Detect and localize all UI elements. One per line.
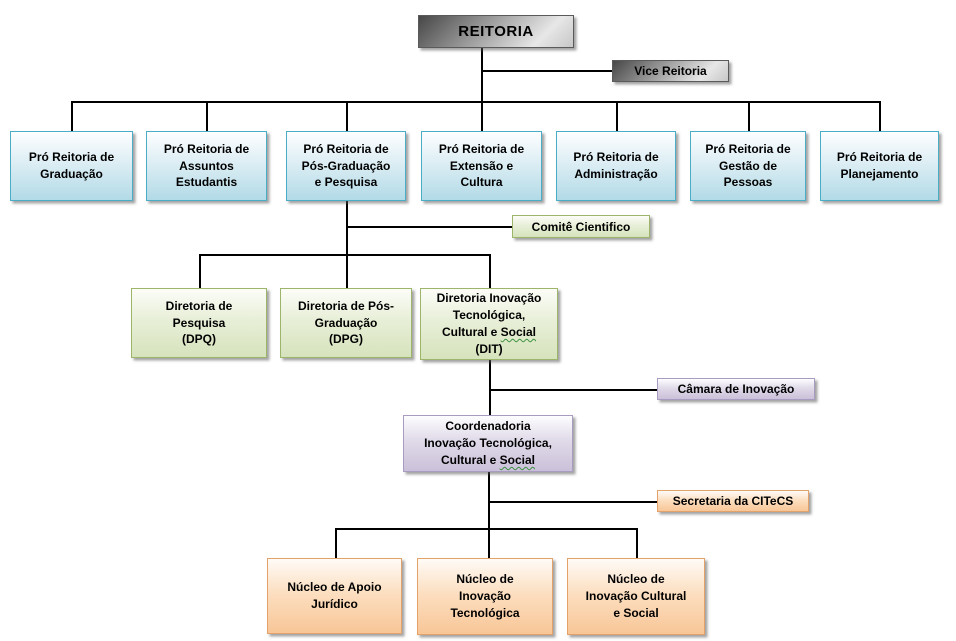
connector-drop-assuntos <box>206 101 208 131</box>
node-secretaria-citecs: Secretaria da CITeCS <box>657 490 809 512</box>
node-label: REITORIA <box>458 23 534 40</box>
node-label: Pró Reitoria de Planejamento <box>836 150 923 181</box>
node-vice-reitoria: Vice Reitoria <box>612 60 729 82</box>
connector-camara-inovacao <box>489 389 657 391</box>
node-nucleo-inovacao-tecnologica: Núcleo de Inovação Tecnológica <box>417 558 553 635</box>
connector-drop-nucleo-juridico <box>335 528 337 558</box>
node-pro-reitoria-assuntos-estudantis: Pró Reitoria de Assuntos Estudantis <box>146 131 267 201</box>
connector-reitoria-spine <box>481 48 483 131</box>
node-label: Comitê Cientifico <box>531 219 631 234</box>
node-label: Vice Reitoria <box>634 64 707 78</box>
node-diretoria-pos-graduacao-dpg: Diretoria de Pós- Graduação (DPG) <box>280 288 412 358</box>
connector-prppg-spine <box>346 201 348 288</box>
connector-drop-gestao <box>748 101 750 131</box>
connector-secretaria-citecs <box>488 501 657 503</box>
connector-bus-diretorias <box>199 254 489 256</box>
connector-drop-dpq <box>199 254 201 288</box>
node-nucleo-inovacao-cultural-social: Núcleo de Inovação Cultural e Social <box>567 558 705 635</box>
connector-bus-pro-reitorias <box>71 101 880 103</box>
node-reitoria: REITORIA <box>418 15 574 48</box>
connector-drop-administracao <box>616 101 618 131</box>
node-label: Pró Reitoria de Extensão e Cultura <box>438 141 525 190</box>
node-label: Pró Reitoria de Administração <box>573 150 659 181</box>
node-pro-reitoria-extensao-cultura: Pró Reitoria de Extensão e Cultura <box>421 131 542 201</box>
connector-drop-pos-graduacao <box>346 101 348 131</box>
node-pro-reitoria-pos-graduacao-pesquisa: Pró Reitoria de Pós-Graduação e Pesquisa <box>286 131 406 201</box>
node-label: Secretaria da CITeCS <box>672 494 794 508</box>
node-label: Diretoria de Pesquisa (DPQ) <box>165 298 233 347</box>
node-pro-reitoria-planejamento: Pró Reitoria de Planejamento <box>820 131 939 201</box>
node-label: Pró Reitoria de Pós-Graduação e Pesquisa <box>301 141 391 190</box>
node-label: Núcleo de Inovação Cultural e Social <box>585 572 687 620</box>
node-diretoria-inovacao-dit: Diretoria Inovação Tecnológica, Cultural… <box>420 288 558 360</box>
node-label: Diretoria de Pós- Graduação (DPG) <box>297 298 395 347</box>
node-camara-inovacao: Câmara de Inovação <box>657 378 815 400</box>
node-label: Núcleo de Inovação Tecnológica <box>450 572 520 620</box>
node-label: Núcleo de Apoio Jurídico <box>287 580 382 611</box>
node-nucleo-apoio-juridico: Núcleo de Apoio Jurídico <box>267 558 402 634</box>
connector-bus-nucleos <box>335 528 636 530</box>
node-label: Coordenadoria Inovação Tecnológica, Cult… <box>424 419 552 467</box>
connector-coordenadoria-spine <box>488 472 490 558</box>
node-label: Câmara de Inovação <box>677 382 795 396</box>
connector-comite-cientifico <box>346 226 512 228</box>
connector-drop-planejamento <box>879 101 881 131</box>
connector-dit-coordenadoria <box>489 360 491 415</box>
node-pro-reitoria-graduacao: Pró Reitoria de Graduação <box>10 131 133 201</box>
node-label: Pró Reitoria de Gestão de Pessoas <box>705 141 791 190</box>
node-label: Diretoria Inovação Tecnológica, Cultural… <box>436 291 542 356</box>
node-label: Pró Reitoria de Assuntos Estudantis <box>163 141 250 190</box>
node-pro-reitoria-administracao: Pró Reitoria de Administração <box>556 131 676 201</box>
node-label: Pró Reitoria de Graduação <box>28 150 115 181</box>
connector-drop-nucleo-cultural <box>636 528 638 558</box>
connector-drop-graduacao <box>71 101 73 131</box>
node-diretoria-pesquisa-dpq: Diretoria de Pesquisa (DPQ) <box>131 288 267 358</box>
connector-drop-dit <box>489 254 491 288</box>
node-comite-cientifico: Comitê Cientifico <box>512 215 650 238</box>
connector-vice-reitoria <box>481 70 612 72</box>
node-coordenadoria-citecs: Coordenadoria Inovação Tecnológica, Cult… <box>403 415 573 472</box>
node-pro-reitoria-gestao-pessoas: Pró Reitoria de Gestão de Pessoas <box>690 131 806 201</box>
